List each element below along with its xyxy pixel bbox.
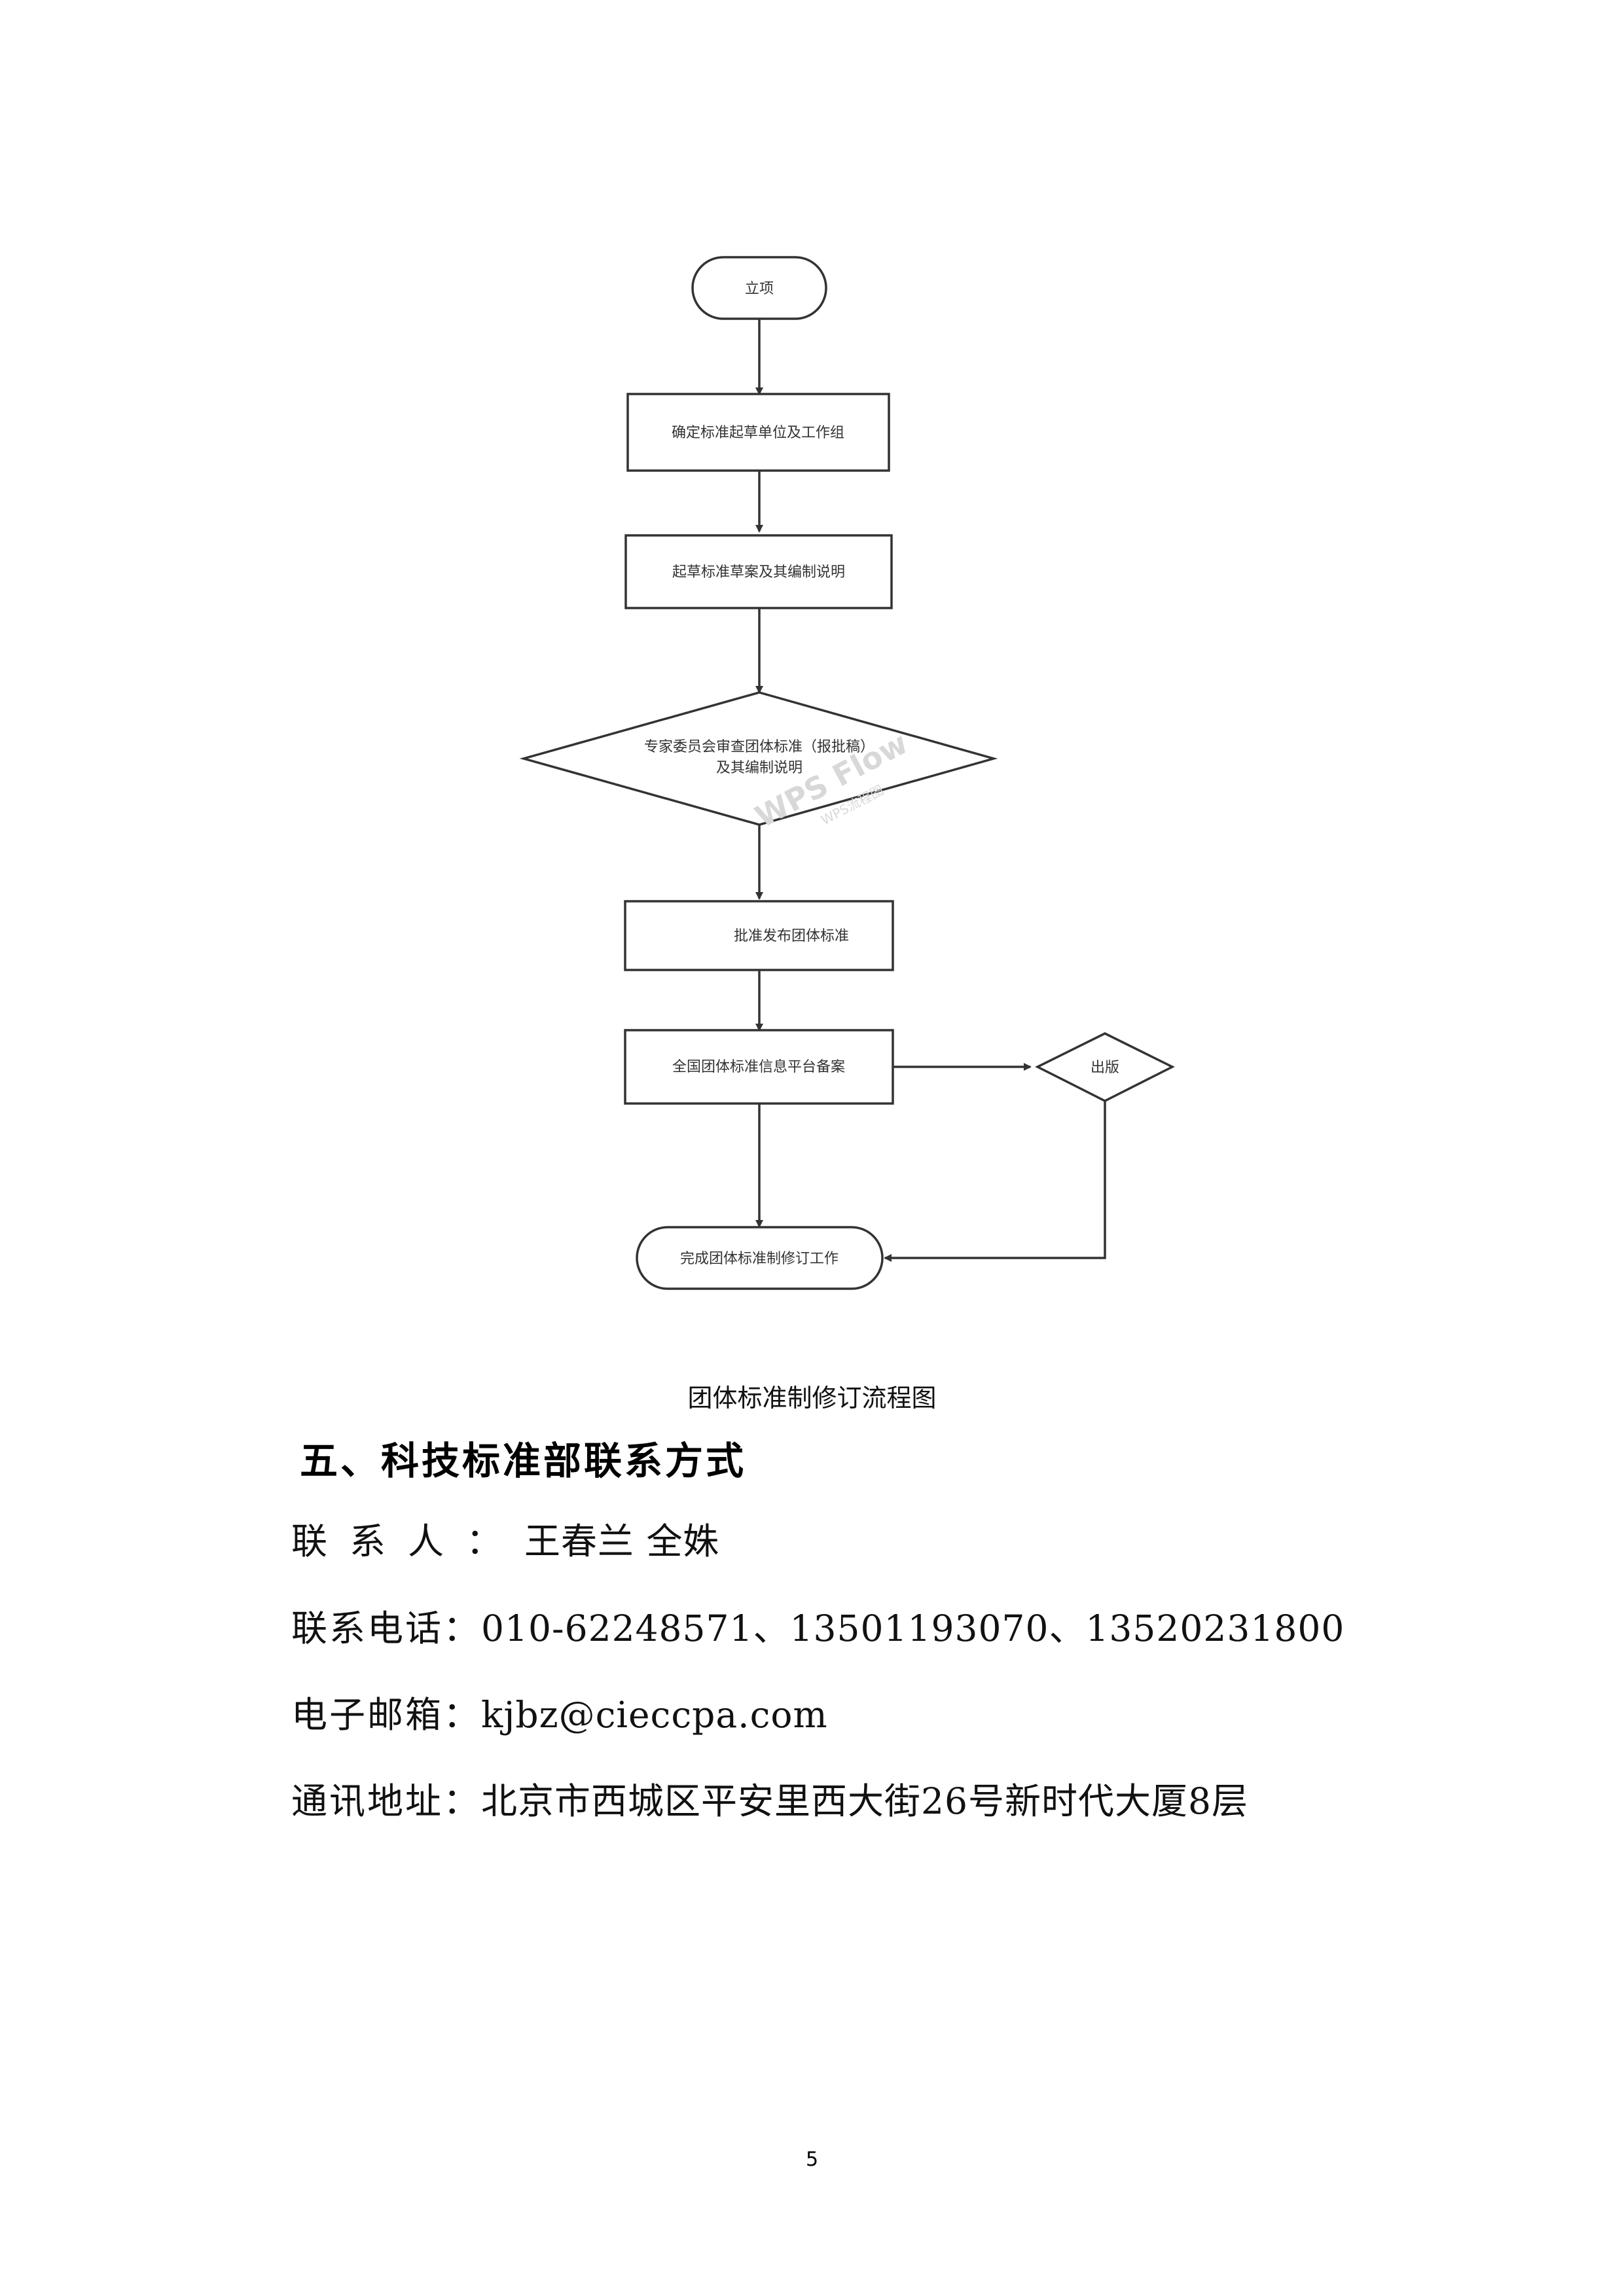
contact-person-value: 王春兰 全姝: [524, 1520, 720, 1562]
node-start: 立项: [691, 256, 827, 320]
node-decision-label-line2: 及其编制说明: [716, 760, 803, 776]
node-start-label: 立项: [745, 281, 774, 297]
contact-phone-value: 010-62248571、13501193070、13520231800: [481, 1607, 1345, 1649]
page-number: 5: [805, 2148, 819, 2171]
contact-phone-line: 联系电话：010-62248571、13501193070、1352023180…: [291, 1599, 1344, 1651]
node-end: 完成团体标准制修订工作: [636, 1226, 884, 1290]
arrow-publish-to-end: [884, 1101, 1106, 1262]
node-step3: 批准发布团体标准: [624, 900, 894, 971]
node-step3-label: 批准发布团体标准: [734, 928, 849, 944]
node-step3-shape: [624, 900, 894, 971]
node-publish: 出版: [1035, 1032, 1175, 1102]
node-publish-shape: [1035, 1032, 1175, 1102]
flowchart: 立项 确定标准起草单位及工作组 起草标准草案及其编制说明 专家委员会审查团体标准…: [519, 256, 1175, 1290]
flowchart-caption: 团体标准制修订流程图: [687, 1384, 937, 1412]
contact-address-label: 通讯地址：: [291, 1780, 482, 1822]
contact-person-line: 联系人：王春兰 全姝: [291, 1512, 720, 1564]
node-decision-label-line1: 专家委员会审查团体标准（报批稿）: [644, 739, 875, 755]
node-publish-label: 出版: [1091, 1060, 1119, 1076]
contact-email-value: kjbz@cieccpa.com: [481, 1694, 828, 1736]
node-step4-label: 全国团体标准信息平台备案: [672, 1059, 845, 1075]
contact-email-label: 电子邮箱：: [291, 1694, 482, 1736]
node-end-label: 完成团体标准制修订工作: [680, 1251, 839, 1267]
node-step2-label: 起草标准草案及其编制说明: [672, 564, 845, 581]
contact-address-line: 通讯地址：北京市西城区平安里西大街26号新时代大厦8层: [291, 1772, 1248, 1824]
contact-address-value: 北京市西城区平安里西大街26号新时代大厦8层: [481, 1780, 1248, 1822]
node-decision-shape: [519, 691, 998, 826]
node-step2-shape: [624, 534, 893, 609]
connectors: [755, 319, 1106, 1262]
node-step4: 全国团体标准信息平台备案: [624, 1029, 894, 1105]
contact-person-label: 联系人：: [291, 1520, 525, 1562]
contact-email-line: 电子邮箱：kjbz@cieccpa.com: [291, 1685, 828, 1738]
node-step2: 起草标准草案及其编制说明: [624, 534, 893, 609]
node-step1-label: 确定标准起草单位及工作组: [672, 425, 844, 441]
contact-phone-label: 联系电话：: [291, 1607, 482, 1649]
node-start-shape: [691, 256, 827, 320]
section-heading: 五、科技标准部联系方式: [300, 1439, 747, 1483]
node-end-shape: [636, 1226, 884, 1290]
node-step1: 确定标准起草单位及工作组: [626, 393, 890, 472]
node-step4-shape: [624, 1029, 894, 1105]
node-step1-shape: [626, 393, 890, 472]
